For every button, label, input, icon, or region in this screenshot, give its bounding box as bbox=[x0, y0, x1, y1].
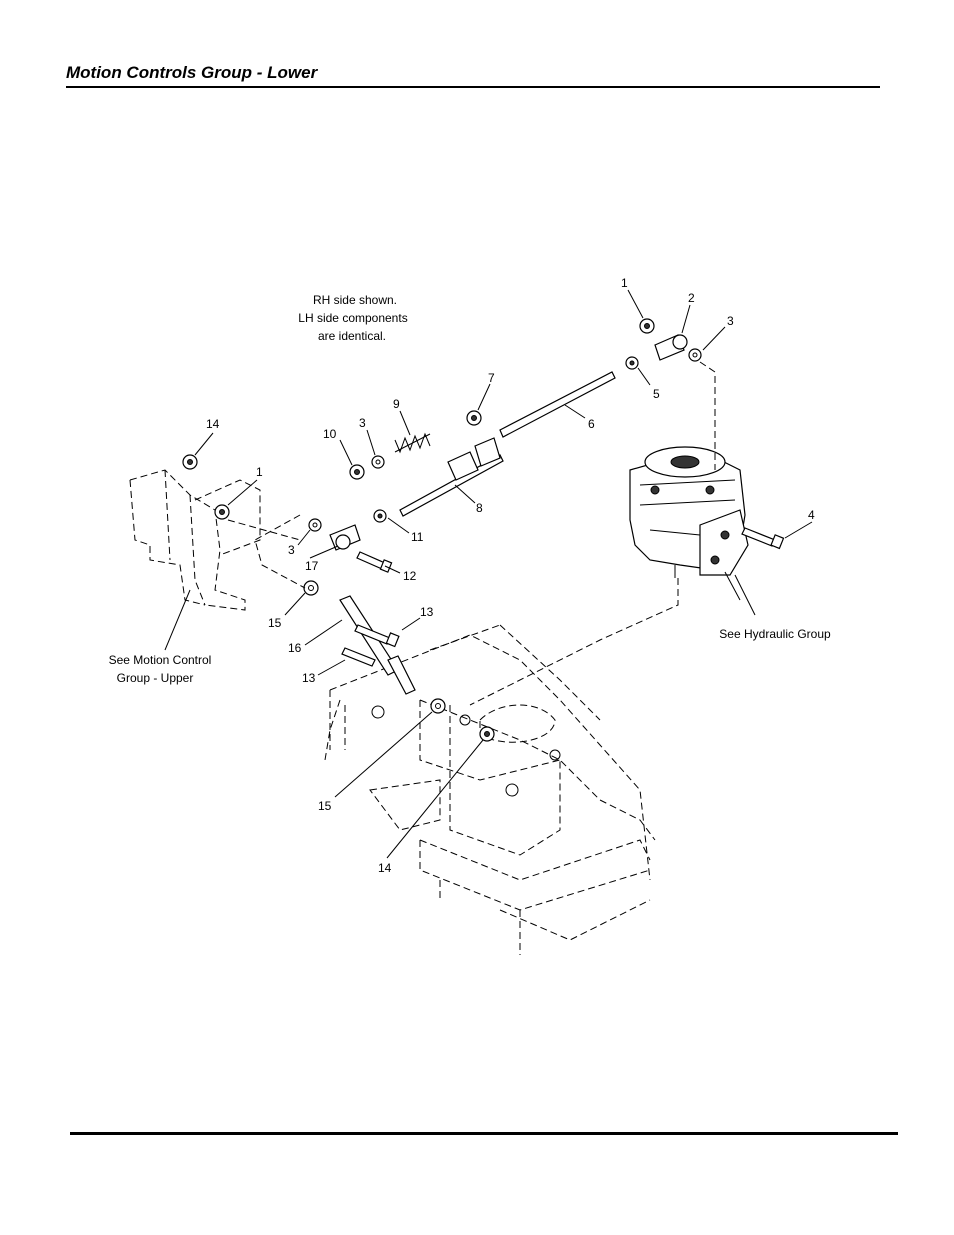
callout-5: 5 bbox=[653, 387, 660, 401]
svg-text:are identical.: are identical. bbox=[318, 329, 386, 343]
damper-16 bbox=[339, 595, 416, 695]
callout-6: 6 bbox=[588, 417, 595, 431]
see-hydraulic-group-note: See Hydraulic Group bbox=[719, 627, 831, 641]
callout-13: 13 bbox=[420, 605, 434, 619]
svg-text:Group - Upper: Group - Upper bbox=[117, 671, 194, 685]
washer-15-lower bbox=[430, 698, 446, 714]
callout-8: 8 bbox=[476, 501, 483, 515]
page-title: Motion Controls Group - Lower bbox=[66, 63, 318, 82]
footer-rule bbox=[70, 1132, 898, 1135]
callout-11: 11 bbox=[411, 530, 424, 544]
nut-1-left bbox=[214, 504, 230, 520]
motion-control-bracket bbox=[129, 469, 261, 611]
callout-15: 15 bbox=[318, 799, 332, 813]
tractor-frame bbox=[324, 624, 656, 955]
washer-3-mid bbox=[371, 455, 385, 469]
header-rule bbox=[66, 86, 880, 88]
callout-17: 17 bbox=[305, 559, 319, 573]
hydraulic-transaxle bbox=[629, 446, 749, 578]
nut-10 bbox=[349, 464, 365, 480]
washer-15-upper bbox=[303, 580, 319, 596]
bolt-12 bbox=[356, 551, 393, 573]
rod-end-2 bbox=[654, 334, 688, 361]
callout-10: 10 bbox=[323, 427, 337, 441]
nut-5 bbox=[625, 356, 639, 370]
nut-11 bbox=[373, 509, 387, 523]
nut-1-top bbox=[639, 318, 655, 334]
nut-14-top bbox=[182, 454, 198, 470]
bolt-13-upper bbox=[354, 624, 400, 648]
rod-end-17 bbox=[329, 524, 361, 551]
callout-4: 4 bbox=[808, 508, 815, 522]
callout-1: 1 bbox=[621, 276, 628, 290]
callout-3: 3 bbox=[727, 314, 734, 328]
callout-13: 13 bbox=[302, 671, 316, 685]
svg-text:LH side components: LH side components bbox=[298, 311, 407, 325]
linkage-rod-8 bbox=[399, 437, 504, 517]
svg-text:RH side shown.: RH side shown. bbox=[313, 293, 397, 307]
nut-7 bbox=[466, 410, 482, 426]
spring-9 bbox=[394, 432, 431, 454]
washer-3-top bbox=[688, 348, 702, 362]
washer-3-left bbox=[308, 518, 322, 532]
callout-3: 3 bbox=[359, 416, 366, 430]
callout-2: 2 bbox=[688, 291, 695, 305]
bolt-13-lower bbox=[341, 647, 376, 667]
nut-14-lower bbox=[479, 726, 495, 742]
callout-1: 1 bbox=[256, 465, 263, 479]
rh-side-note: RH side shown. LH side components are id… bbox=[298, 293, 407, 343]
callout-7: 7 bbox=[488, 371, 495, 385]
linkage-rod-6 bbox=[499, 371, 616, 438]
callout-3: 3 bbox=[288, 543, 295, 557]
callout-12: 12 bbox=[403, 569, 417, 583]
svg-text:See Motion Control: See Motion Control bbox=[109, 653, 212, 667]
bolt-4 bbox=[741, 527, 785, 550]
callout-9: 9 bbox=[393, 397, 400, 411]
leader-lines bbox=[164, 289, 813, 859]
assembly-guide-lines bbox=[227, 361, 716, 706]
callout-labels: 1 2 3 5 7 6 9 3 10 8 14 1 11 3 17 12 4 1… bbox=[206, 276, 815, 875]
see-motion-control-upper-note: See Motion Control Group - Upper bbox=[109, 653, 212, 685]
callout-14: 14 bbox=[378, 861, 392, 875]
callout-16: 16 bbox=[288, 641, 302, 655]
callout-14: 14 bbox=[206, 417, 220, 431]
callout-15: 15 bbox=[268, 616, 282, 630]
